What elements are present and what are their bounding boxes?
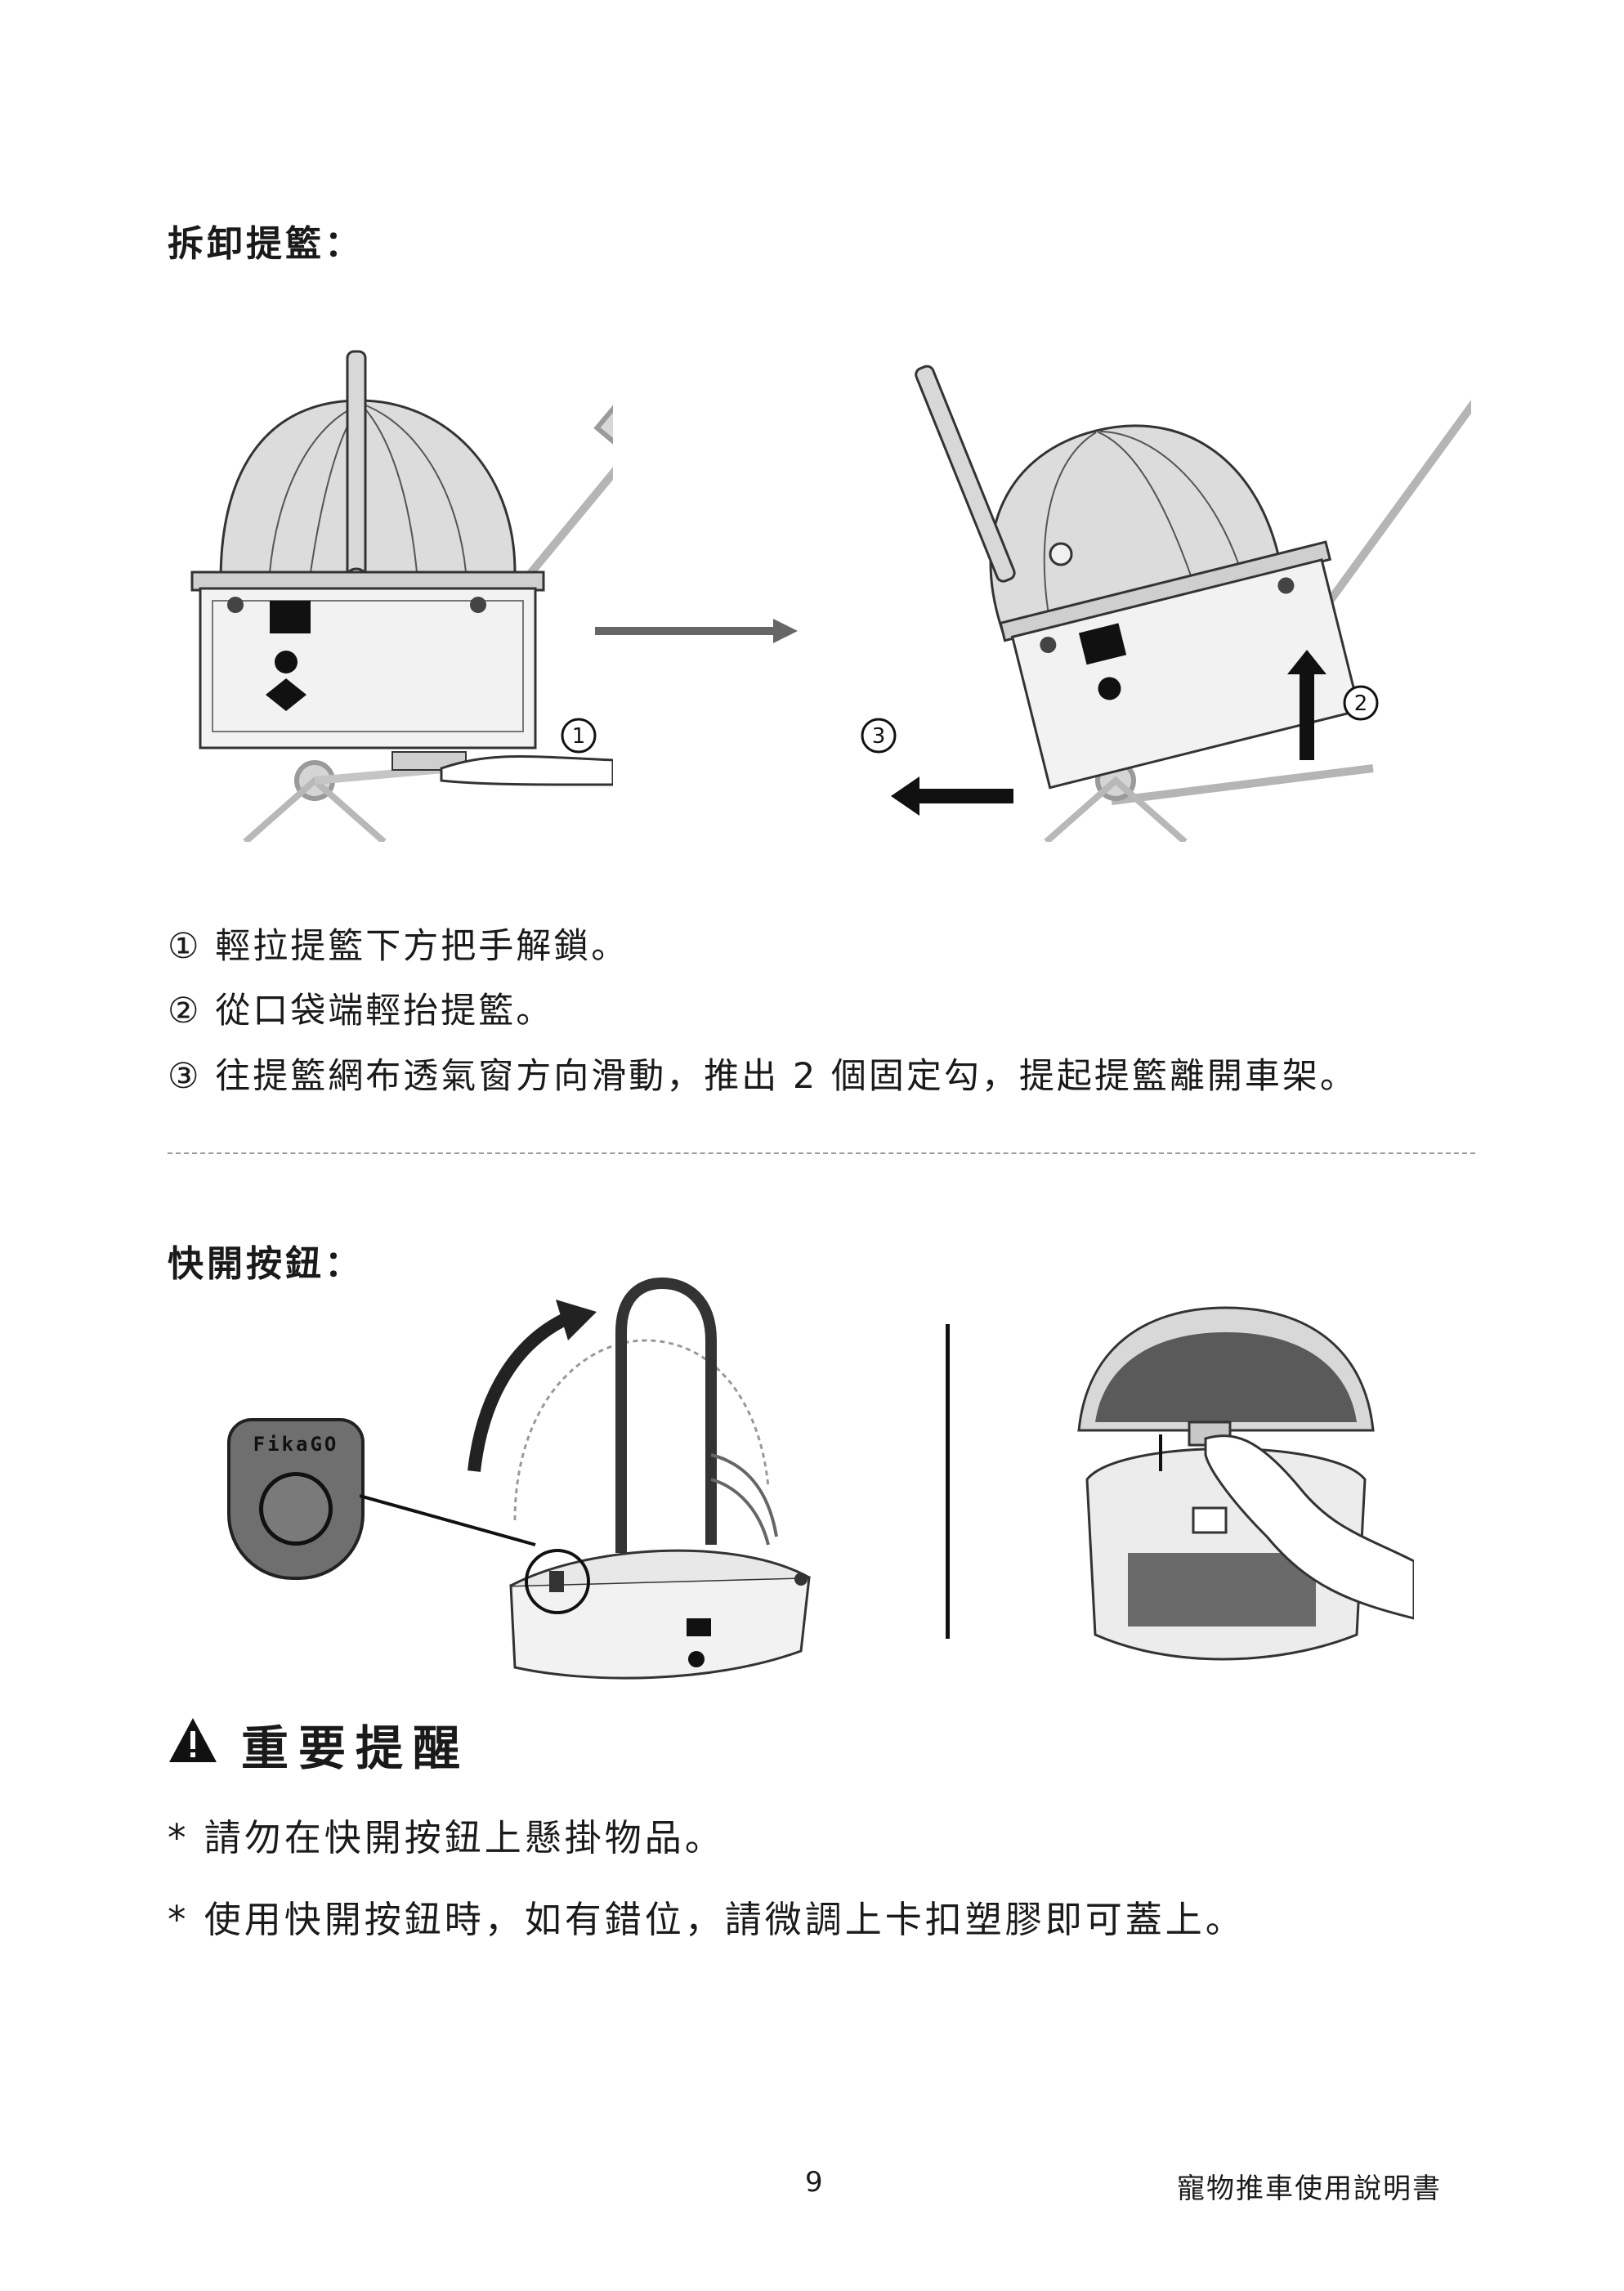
section-title-quick-button: 快開按鈕： xyxy=(168,1243,364,1285)
page-number: 9 xyxy=(805,2166,825,2199)
svg-text:1: 1 xyxy=(572,724,586,749)
step-2: ② 從口袋端輕抬提籃。 xyxy=(168,991,554,1031)
figure-basket-lift xyxy=(891,365,1471,842)
marker-2-icon: 2 xyxy=(1343,685,1379,721)
warning-note-2: * 使用快開按鈕時，如有錯位，請微調上卡扣塑膠即可蓋上。 xyxy=(168,1898,1246,1941)
figure-quick-open xyxy=(468,1277,811,1680)
section-title-remove-basket: 拆卸提籃： xyxy=(168,223,364,265)
pointer-line xyxy=(360,1494,536,1546)
section-divider xyxy=(168,1152,1475,1154)
warning-title: 重要提醒 xyxy=(241,1720,471,1776)
arrow-right-icon xyxy=(595,619,798,643)
marker-1-icon: 1 xyxy=(561,718,597,754)
svg-text:2: 2 xyxy=(1354,691,1368,716)
svg-text:3: 3 xyxy=(872,724,886,749)
warning-note-1: * 請勿在快開按鈕上懸掛物品。 xyxy=(168,1816,725,1859)
quick-button-closeup: FikaGO xyxy=(227,1418,365,1580)
figure-hand-press-button xyxy=(1077,1306,1414,1661)
document-title: 寵物推車使用說明書 xyxy=(1177,2172,1442,2205)
figure-divider xyxy=(946,1324,950,1639)
figure-basket-unlock xyxy=(190,350,613,842)
step-3: ③ 往提籃網布透氣窗方向滑動，推出 2 個固定勾，提起提籃離開車架。 xyxy=(168,1056,1358,1097)
marker-3-icon: 3 xyxy=(861,718,897,754)
warning-triangle-icon xyxy=(169,1718,217,1762)
brand-label: FikaGO xyxy=(253,1433,339,1456)
quick-button-circle-icon xyxy=(259,1472,333,1546)
step-1: ① 輕拉提籃下方把手解鎖。 xyxy=(168,926,629,967)
